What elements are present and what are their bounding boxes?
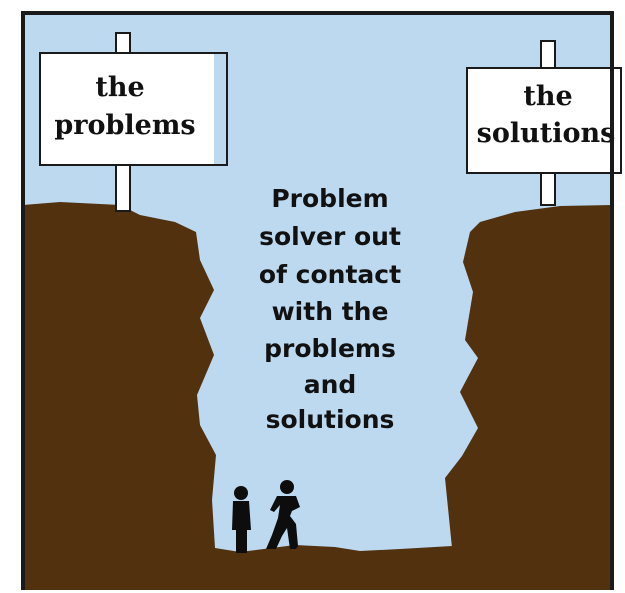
caption-line-6: and <box>304 370 357 399</box>
frame-border <box>21 11 614 590</box>
caption-line-5: problems <box>264 334 396 363</box>
left-sign: the problems <box>39 32 228 212</box>
right-sign-line1: the <box>523 81 572 112</box>
caption-line-3: of contact <box>259 260 401 289</box>
caption-line-7: solutions <box>266 405 395 434</box>
canyon-floor <box>23 545 612 590</box>
person-figure-right <box>266 480 300 549</box>
right-cliff <box>445 205 612 548</box>
caption-line-2: solver out <box>259 222 401 251</box>
left-sign-line2: problems <box>54 110 195 141</box>
right-sign-line2: solutions <box>477 118 616 149</box>
caption-line-4: with the <box>272 297 389 326</box>
caption-line-1: Problem <box>271 184 388 213</box>
right-sign-board <box>466 67 622 174</box>
left-cliff <box>23 202 216 548</box>
right-sign: the solutions <box>466 40 622 206</box>
person-figure-left <box>232 486 251 553</box>
left-sign-line1: the <box>95 72 144 103</box>
left-sign-shadow <box>214 54 226 164</box>
left-sign-board <box>39 52 228 166</box>
canyon-caption: Problem solver out of contact with the p… <box>259 184 401 434</box>
